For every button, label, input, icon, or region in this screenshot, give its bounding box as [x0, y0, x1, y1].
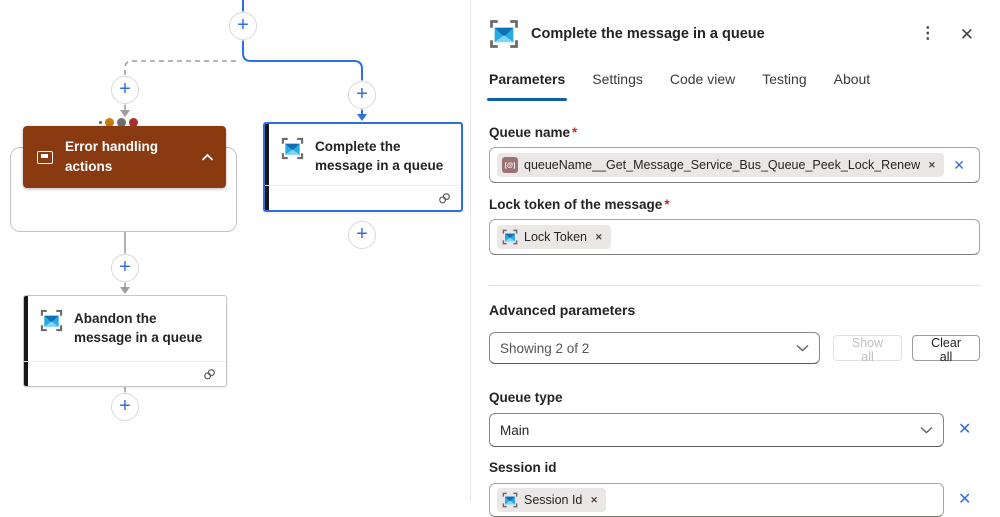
remove-parameter-icon[interactable]: ✕ — [954, 490, 975, 510]
status-dot-failed — [129, 118, 138, 127]
action-title: Complete the message in a queue — [315, 139, 444, 173]
panel-tabs: Parameters Settings Code view Testing Ab… — [486, 71, 980, 101]
clear-all-button[interactable]: Clear all — [912, 335, 980, 364]
clear-field-icon[interactable]: ✕ — [949, 156, 969, 174]
more-options-icon[interactable]: ⋮ — [914, 22, 942, 46]
status-dot-skipped — [117, 118, 126, 127]
token-pill-session-id[interactable]: Session Id ✕ — [497, 488, 606, 512]
connector-lines — [120, 0, 367, 394]
remove-parameter-icon[interactable]: ✕ — [954, 420, 975, 440]
service-bus-icon — [489, 19, 519, 49]
service-bus-icon — [281, 137, 304, 160]
tab-settings[interactable]: Settings — [592, 71, 643, 87]
workflow-canvas[interactable]: + + + + + + + Error handling actions Com… — [0, 0, 470, 500]
lock-token-label: Lock token of the message* — [489, 197, 670, 212]
status-dot — [99, 121, 102, 124]
add-action-button[interactable]: + — [111, 393, 139, 421]
panel-title: Complete the message in a queue — [531, 26, 765, 42]
token-pill-queue-name[interactable]: [@] queueName__Get_Message_Service_Bus_Q… — [497, 153, 944, 177]
scope-card-error-handling-actions[interactable]: Error handling actions — [23, 126, 226, 188]
service-bus-icon — [502, 492, 518, 508]
action-details-panel: Complete the message in a queue ⋮ ✕ Para… — [470, 0, 1000, 517]
add-action-button[interactable]: + — [111, 254, 139, 282]
action-card-abandon-message[interactable]: Abandon the message in a queue — [23, 295, 227, 387]
service-bus-icon — [502, 229, 518, 245]
queue-name-label: Queue name* — [489, 125, 578, 140]
run-after-status-dots — [99, 118, 138, 127]
section-divider — [489, 285, 980, 286]
status-dot-timed-out — [105, 118, 114, 127]
chevron-down-icon — [920, 426, 933, 434]
advanced-parameters-dropdown[interactable]: Showing 2 of 2 — [489, 332, 820, 364]
action-card-complete-message[interactable]: Complete the message in a queue — [263, 122, 463, 212]
close-icon[interactable]: ✕ — [954, 22, 980, 47]
connection-icon — [202, 367, 217, 382]
tab-about[interactable]: About — [833, 71, 871, 87]
tab-parameters[interactable]: Parameters — [486, 71, 568, 101]
add-action-button[interactable]: + — [229, 12, 257, 40]
parameter-icon: [@] — [502, 157, 518, 173]
session-id-label: Session id — [489, 460, 557, 475]
token-dismiss-icon[interactable]: ✕ — [928, 159, 936, 170]
token-dismiss-icon[interactable]: ✕ — [595, 231, 603, 242]
show-all-button[interactable]: Show all — [832, 335, 903, 364]
session-id-input[interactable]: Session Id ✕ — [489, 483, 944, 517]
queue-name-input[interactable]: [@] queueName__Get_Message_Service_Bus_Q… — [489, 147, 980, 183]
tab-testing[interactable]: Testing — [762, 71, 807, 87]
add-action-button[interactable]: + — [111, 76, 139, 104]
add-action-button[interactable]: + — [348, 221, 376, 249]
service-bus-icon — [40, 309, 63, 332]
chevron-down-icon — [796, 344, 809, 352]
chevron-up-icon[interactable] — [201, 153, 214, 162]
queue-type-label: Queue type — [489, 390, 563, 405]
scope-title: Error handling actions — [65, 139, 159, 174]
tab-code-view[interactable]: Code view — [669, 71, 736, 87]
scope-icon — [37, 150, 53, 164]
connection-icon — [437, 191, 452, 206]
queue-type-dropdown[interactable]: Main — [489, 413, 944, 447]
advanced-parameters-label: Advanced parameters — [489, 302, 636, 318]
lock-token-input[interactable]: Lock Token ✕ — [489, 219, 980, 255]
add-action-button[interactable]: + — [348, 81, 376, 109]
token-pill-lock-token[interactable]: Lock Token ✕ — [497, 225, 611, 249]
token-dismiss-icon[interactable]: ✕ — [590, 494, 598, 505]
panel-header: Complete the message in a queue ⋮ ✕ — [489, 17, 980, 51]
action-title: Abandon the message in a queue — [74, 311, 203, 345]
